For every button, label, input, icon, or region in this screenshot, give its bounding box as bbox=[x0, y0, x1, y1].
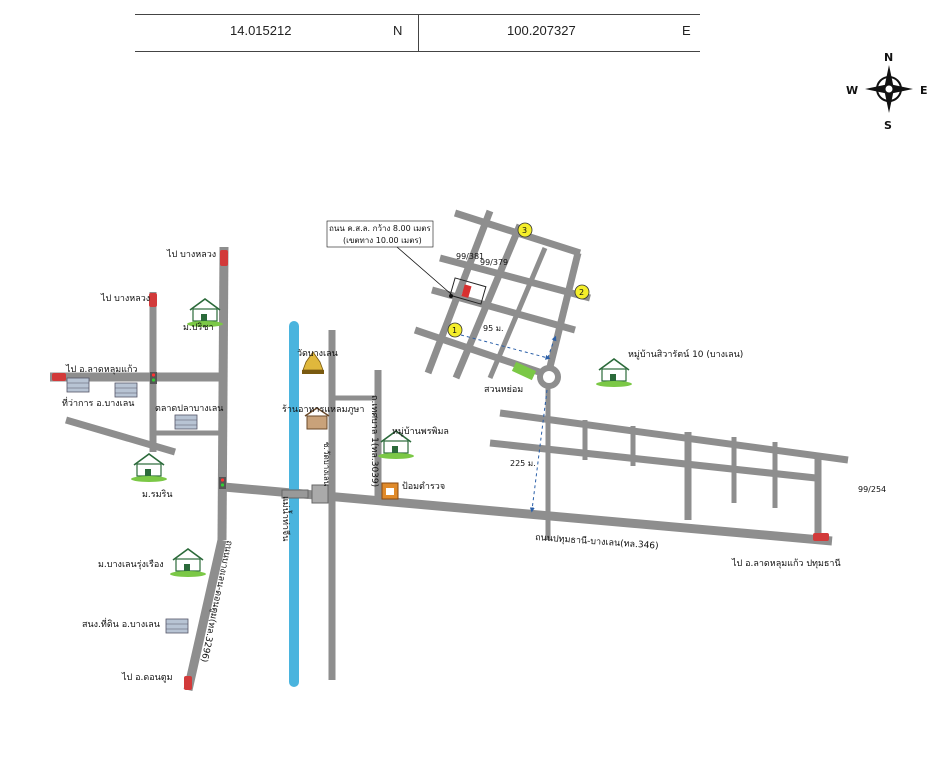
bridge bbox=[281, 489, 309, 499]
coord-bottom-rule bbox=[135, 51, 700, 52]
office-building-icon bbox=[66, 377, 90, 393]
compass-rose-icon bbox=[865, 65, 913, 113]
latitude-value: 14.015212 bbox=[230, 23, 292, 38]
road-bangluang-north bbox=[217, 246, 229, 541]
label-to-pathum: ไป อ.ลาดหลุมแก้ว ปทุมธานี bbox=[731, 558, 841, 569]
label-plot-381: 99/381 bbox=[456, 252, 484, 261]
label-village-rumrin: ม.รมริน bbox=[142, 489, 173, 500]
label-to-bangluang-2: ไป บางหลวง bbox=[100, 293, 150, 304]
label-dist-95: 95 ม. bbox=[483, 324, 504, 333]
house-icon bbox=[169, 548, 207, 578]
coord-separator bbox=[418, 14, 419, 52]
distance-routes bbox=[460, 334, 557, 513]
label-village-siwarat: หมู่บ้านสิวารัตน์ 10 (บางเลน) bbox=[628, 348, 743, 360]
marker-2-label: 2 bbox=[579, 288, 584, 297]
compass-s: S bbox=[884, 119, 892, 132]
note-box bbox=[326, 220, 434, 248]
label-wat-banglen: วัดบางเลน bbox=[297, 349, 338, 359]
police-post-icon bbox=[381, 482, 399, 500]
restaurant-icon bbox=[304, 407, 330, 430]
park-area bbox=[511, 361, 537, 381]
road-end-arrows bbox=[52, 250, 829, 690]
house-icon bbox=[130, 453, 168, 483]
roundabout bbox=[537, 365, 561, 389]
market-building-icon bbox=[174, 414, 198, 430]
temple-icon bbox=[302, 351, 324, 374]
label-to-lat-lum-kaeo: ไป อ.ลาดหลุมแก้ว bbox=[65, 364, 137, 375]
label-soi-wat: ซ.วัดบางเลน bbox=[322, 442, 331, 487]
bridge-end bbox=[311, 484, 329, 504]
label-village-parichat: ม.ปริชา bbox=[183, 322, 214, 333]
plot-pin bbox=[449, 294, 453, 298]
compass-n: N bbox=[884, 51, 893, 64]
label-to-bangluang-1: ไป บางหลวง bbox=[166, 249, 216, 260]
traffic-light-icon bbox=[150, 372, 226, 489]
compass-w: W bbox=[846, 84, 858, 97]
longitude-hemisphere: E bbox=[682, 23, 691, 38]
property-outline bbox=[449, 277, 487, 305]
compass-e: E bbox=[920, 84, 928, 97]
label-road-346: ถนนปทุมธานี-บางเลน(ทล.346) bbox=[535, 532, 659, 552]
label-village-bangluang: ม.บางเลนรุ่งเรือง bbox=[98, 559, 164, 570]
label-land-office: สนง.ที่ดิน อ.บางเลน bbox=[82, 617, 160, 630]
coord-top-rule bbox=[135, 14, 700, 15]
label-market: ตลาดปลาบางเลน bbox=[155, 404, 223, 414]
label-police-post: ป้อมตำรวจ bbox=[402, 481, 445, 492]
label-plot-379: 99/379 bbox=[480, 258, 508, 267]
label-park: สวนหย่อม bbox=[484, 385, 523, 395]
label-district-office: ที่ว่าการ อ.บางเลน bbox=[62, 396, 134, 409]
label-to-don-tum: ไป อ.ดอนตูม bbox=[121, 672, 173, 683]
label-dist-225: 225 ม. bbox=[510, 459, 536, 468]
label-road-width: ถนน ค.ส.ล. กว้าง 8.00 เมตร bbox=[329, 224, 431, 233]
marker-badges bbox=[447, 222, 590, 338]
house-icon bbox=[595, 358, 633, 388]
office-building-icon bbox=[114, 382, 138, 398]
label-road-reserve: (เขตทาง 10.00 เมตร) bbox=[343, 236, 422, 245]
road-sw-diagonal bbox=[65, 416, 176, 456]
label-plot-254: 99/254 bbox=[858, 485, 886, 494]
marker-1-label: 1 bbox=[452, 326, 457, 335]
road-network bbox=[50, 209, 849, 691]
label-restaurant: ร้านอาหารแหลมภูษา bbox=[282, 404, 364, 415]
marker-3-label: 3 bbox=[522, 226, 527, 235]
target-plot bbox=[461, 284, 472, 298]
office-building-icon bbox=[165, 618, 189, 634]
longitude-value: 100.207327 bbox=[507, 23, 576, 38]
label-road-3039: ถ.เทศบาล 1(ทล.3039) bbox=[369, 395, 379, 487]
label-village-pornpimol: หมู่บ้านพรพิมล bbox=[392, 426, 449, 437]
label-river: แม่น้ำท่าจีน bbox=[280, 496, 293, 541]
road-3296 bbox=[183, 539, 227, 691]
note-leader-line bbox=[396, 246, 452, 295]
latitude-hemisphere: N bbox=[393, 23, 403, 38]
coordinate-bar: 14.015212 N 100.207327 E bbox=[135, 14, 700, 52]
